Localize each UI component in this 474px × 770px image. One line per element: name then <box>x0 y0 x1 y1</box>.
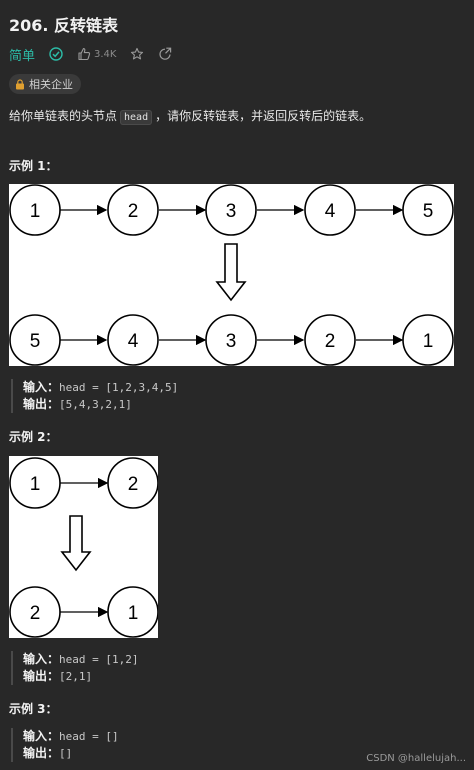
company-tag-button[interactable]: 相关企业 <box>9 74 81 94</box>
svg-text:1: 1 <box>30 201 41 222</box>
description-text-before: 给你单链表的头节点 <box>9 109 118 123</box>
list-node: 3 <box>205 314 257 366</box>
svg-text:4: 4 <box>325 201 336 222</box>
svg-text:5: 5 <box>423 201 434 222</box>
output-value: [2,1] <box>59 670 93 683</box>
list-node: 5 <box>9 314 61 366</box>
down-arrow-icon <box>60 515 92 572</box>
list-node: 1 <box>9 457 61 509</box>
watermark: CSDN @hallelujah... <box>366 753 466 764</box>
example-2-figure: 1 2 2 1 <box>9 456 158 638</box>
example-1-title: 示例 1： <box>9 159 58 173</box>
company-tag-label: 相关企业 <box>29 78 73 91</box>
example-2-top-list: 1 2 <box>9 457 158 509</box>
svg-text:5: 5 <box>30 331 41 352</box>
svg-text:2: 2 <box>128 474 139 495</box>
list-node: 2 <box>107 457 158 509</box>
input-value: head = [] <box>59 730 119 743</box>
like-button[interactable]: 3.4K <box>77 47 116 61</box>
output-label: 输出： <box>23 397 60 411</box>
example-2-bottom-list: 2 1 <box>9 586 158 638</box>
svg-text:2: 2 <box>325 331 336 352</box>
output-value: [5,4,3,2,1] <box>59 398 132 411</box>
input-value: head = [1,2] <box>59 653 139 666</box>
page-title: 206. 反转链表 <box>9 16 119 35</box>
list-node: 4 <box>304 184 356 236</box>
share-icon[interactable] <box>158 47 172 61</box>
down-arrow-icon <box>215 243 247 302</box>
lock-icon <box>15 78 25 90</box>
svg-text:2: 2 <box>30 603 41 624</box>
list-node: 2 <box>107 184 159 236</box>
input-value: head = [1,2,3,4,5] <box>59 381 179 394</box>
example-1-bottom-list: 5 4 3 2 1 <box>9 314 454 366</box>
list-node: 4 <box>107 314 159 366</box>
output-value: [] <box>59 747 73 760</box>
input-label: 输入： <box>23 729 60 743</box>
example-3-io: 输入：head = [] 输出：[] <box>11 728 119 762</box>
svg-text:1: 1 <box>30 474 41 495</box>
example-2-title: 示例 2： <box>9 430 58 444</box>
input-label: 输入： <box>23 380 60 394</box>
check-circle-icon[interactable] <box>49 47 63 61</box>
input-label: 输入： <box>23 652 60 666</box>
inline-code-head: head <box>120 110 153 125</box>
output-label: 输出： <box>23 746 60 760</box>
svg-text:3: 3 <box>226 331 237 352</box>
difficulty-badge[interactable]: 简单 <box>9 48 36 64</box>
svg-text:2: 2 <box>128 201 139 222</box>
example-3-title: 示例 3： <box>9 702 58 716</box>
output-label: 输出： <box>23 669 60 683</box>
star-icon[interactable] <box>130 47 144 61</box>
example-1-io: 输入：head = [1,2,3,4,5] 输出：[5,4,3,2,1] <box>11 379 178 413</box>
svg-text:3: 3 <box>226 201 237 222</box>
list-node: 2 <box>9 586 61 638</box>
list-node: 1 <box>9 184 61 236</box>
svg-text:1: 1 <box>128 603 139 624</box>
example-2-io: 输入：head = [1,2] 输出：[2,1] <box>11 651 139 685</box>
problem-meta-bar: 简单 3.4K <box>9 44 186 64</box>
description-text-after: ，请你反转链表，并返回反转后的链表。 <box>155 109 372 123</box>
list-node: 1 <box>107 586 158 638</box>
list-node: 2 <box>304 314 356 366</box>
svg-text:4: 4 <box>128 331 139 352</box>
list-node: 1 <box>402 314 454 366</box>
example-1-top-list: 1 2 3 4 5 <box>9 184 454 236</box>
svg-text:1: 1 <box>423 331 434 352</box>
example-1-figure: 1 2 3 4 5 5 4 3 2 1 <box>9 184 454 366</box>
list-node: 3 <box>205 184 257 236</box>
thumbs-up-icon <box>77 47 91 61</box>
likes-count: 3.4K <box>94 48 117 60</box>
list-node: 5 <box>402 184 454 236</box>
